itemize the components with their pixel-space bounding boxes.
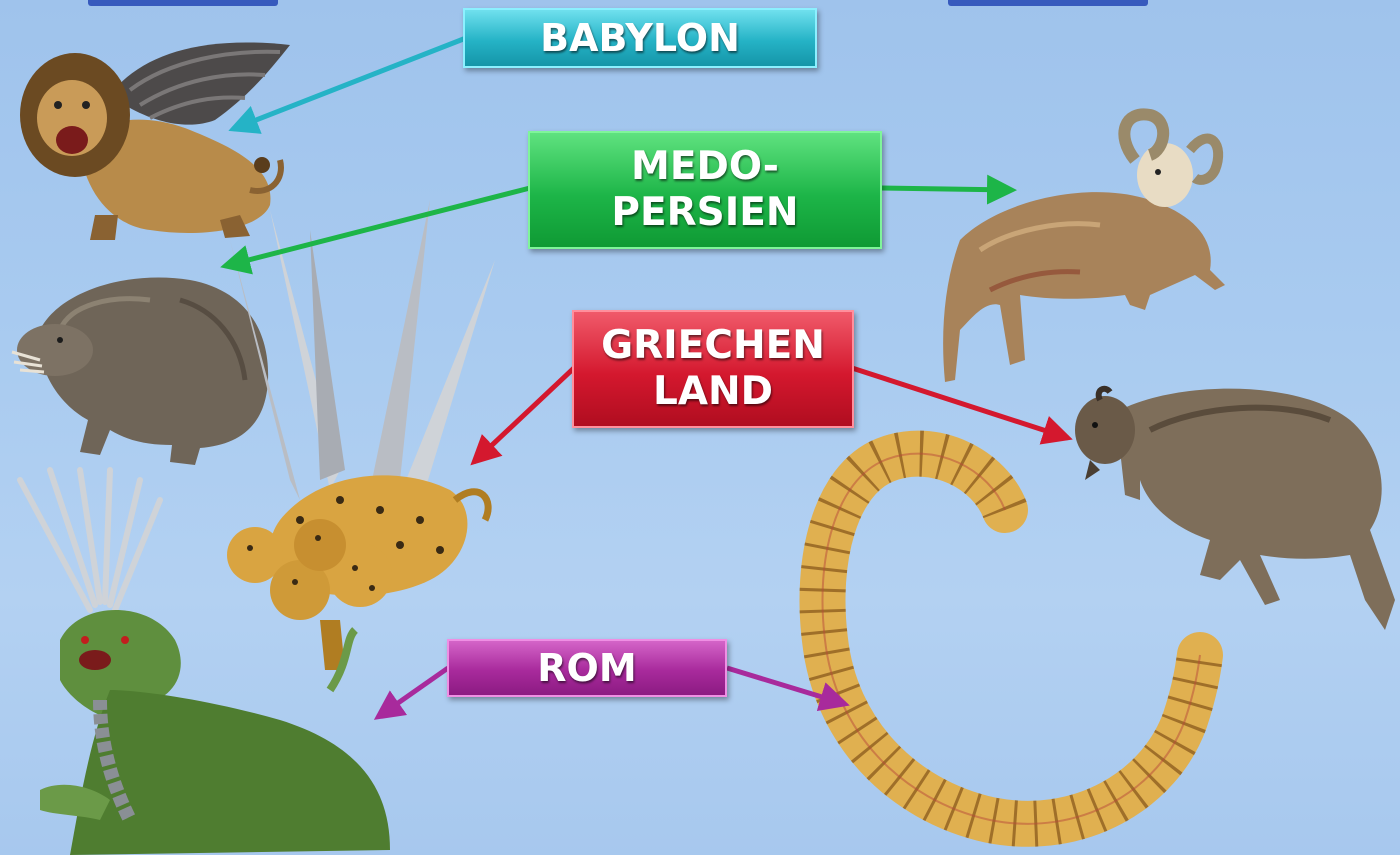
arrow-medo-persien-to-bear (225, 188, 530, 266)
winged-lion-figure (20, 42, 290, 240)
bear-figure (12, 277, 268, 465)
four-headed-leopard-figure (227, 200, 495, 670)
ram-figure (943, 114, 1225, 382)
label-griechenland: GRIECHEN LAND (572, 310, 854, 428)
arrow-medo-persien-to-ram (882, 188, 1012, 190)
label-babylon-text: BABYLON (540, 16, 740, 61)
label-rom: ROM (447, 639, 727, 697)
arrow-griechenland-to-leopard (474, 368, 574, 462)
label-medo-persien-text: MEDO- PERSIEN (611, 144, 798, 236)
goat-figure (1075, 389, 1395, 630)
label-babylon: BABYLON (463, 8, 817, 68)
arrow-griechenland-to-goat (852, 368, 1068, 438)
label-griechenland-text: GRIECHEN LAND (601, 323, 825, 415)
label-medo-persien: MEDO- PERSIEN (528, 131, 882, 249)
arrow-rom-to-dragon (378, 668, 448, 717)
horn-figure (823, 454, 1201, 824)
label-rom-text: ROM (537, 646, 636, 691)
